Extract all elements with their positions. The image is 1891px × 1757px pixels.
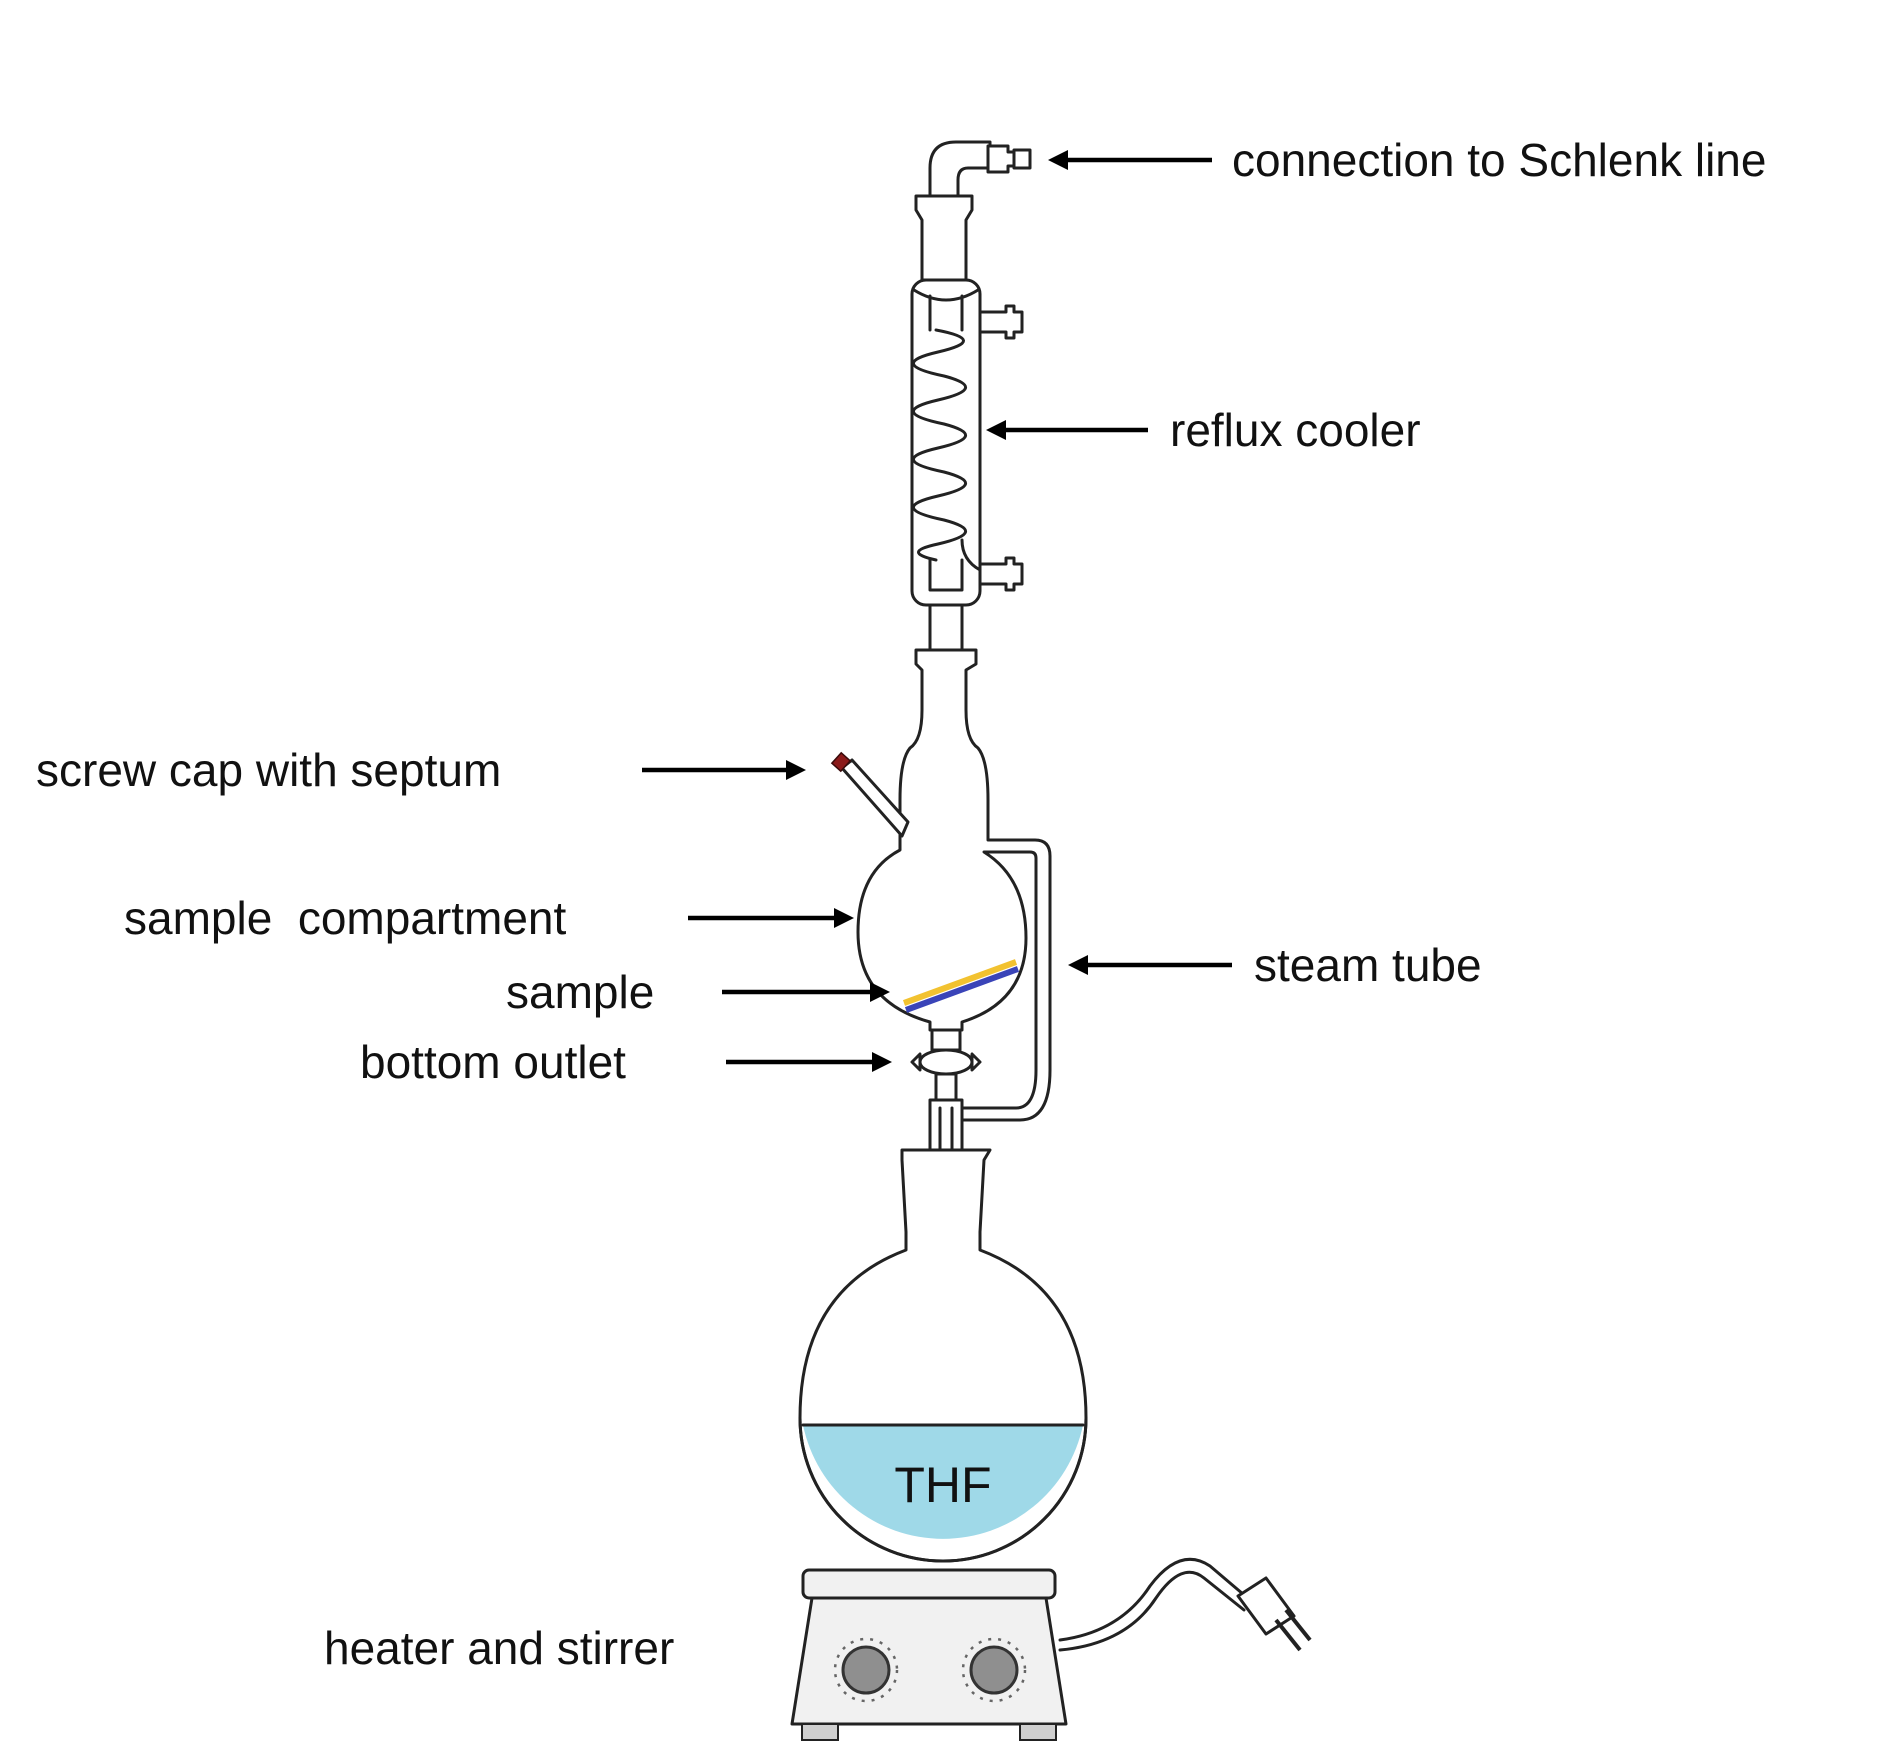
- arrow-steam: [1068, 955, 1232, 975]
- thf-label: THF: [894, 1457, 991, 1513]
- round-bottom-flask: THF: [798, 1148, 1088, 1563]
- bottom-outlet-stopcock: [910, 1028, 982, 1152]
- reflux-condenser: [910, 278, 1024, 652]
- label-sample: sample: [506, 966, 654, 1018]
- sample-compartment: [830, 648, 1052, 1122]
- schlenk-adapter: [914, 140, 1032, 282]
- label-bottom-outlet: bottom outlet: [360, 1036, 626, 1088]
- arrow-sample: [722, 982, 890, 1002]
- arrow-cooler: [986, 420, 1148, 440]
- label-screw-cap: screw cap with septum: [36, 744, 501, 796]
- arrow-schlenk: [1048, 150, 1212, 170]
- septum-cap: [830, 751, 852, 773]
- thf-solvent: [803, 1425, 1083, 1539]
- arrow-outlet: [726, 1052, 892, 1072]
- label-sample-compartment: sample compartment: [124, 892, 566, 944]
- label-heater-stirrer: heater and stirrer: [324, 1622, 674, 1674]
- right-knob-icon: [961, 1637, 1027, 1703]
- label-schlenk-connection: connection to Schlenk line: [1232, 134, 1766, 186]
- label-reflux-cooler: reflux cooler: [1170, 404, 1421, 456]
- sample-layer-bottom: [904, 966, 1020, 1013]
- left-knob-icon: [833, 1637, 899, 1703]
- arrow-screw-cap: [642, 760, 806, 780]
- arrow-compartment: [688, 908, 854, 928]
- label-steam-tube: steam tube: [1254, 939, 1482, 991]
- hotplate-stirrer: [790, 1557, 1312, 1741]
- sample-layer-top: [902, 959, 1018, 1006]
